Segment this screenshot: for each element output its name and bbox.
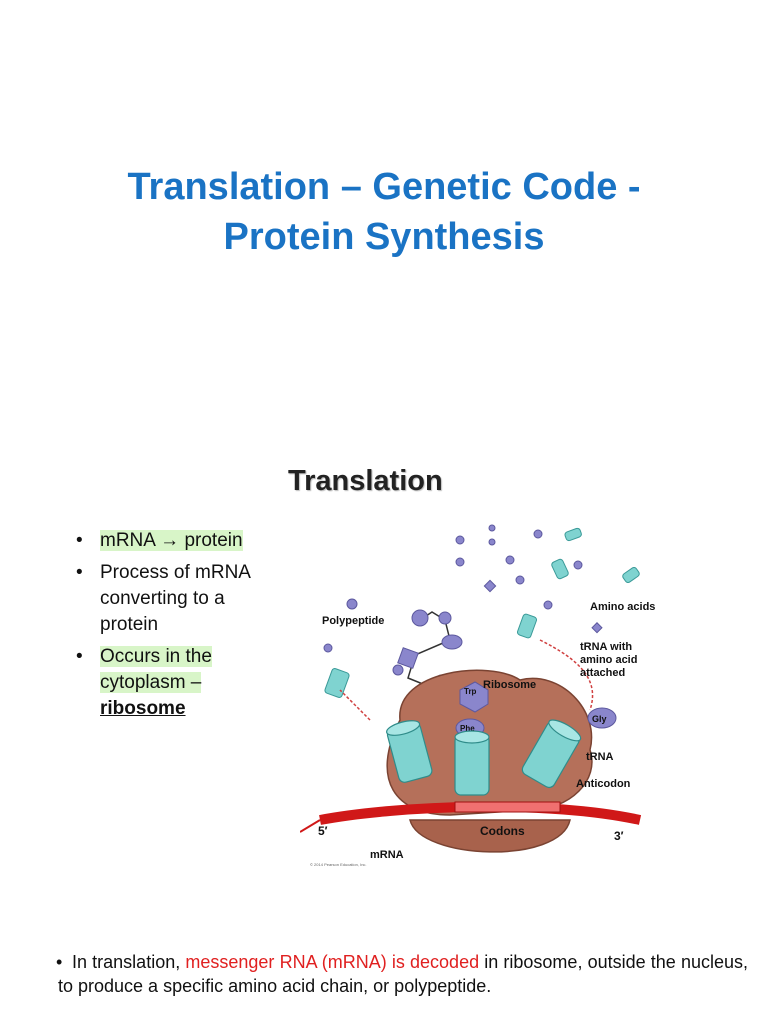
bullet-item: • Process of mRNA converting to a protei… xyxy=(72,560,302,638)
trna-attached-label-2: amino acid xyxy=(580,654,637,666)
body-paragraph: • In translation, messenger RNA (mRNA) i… xyxy=(56,950,749,998)
bullet-dot: • xyxy=(76,530,83,551)
bullet-dot: • xyxy=(76,646,83,667)
trna-attached-label-1: tRNA with xyxy=(580,641,632,653)
bullet-text-emphasis: ribosome xyxy=(100,698,186,719)
paragraph-text: in ribosome, outside the nucleus, to pro… xyxy=(58,952,749,996)
bullet-text: Process of mRNA xyxy=(100,562,251,583)
five-prime-label: 5′ xyxy=(318,824,328,838)
codons-label: Codons xyxy=(480,824,525,838)
slide-heading: Translation xyxy=(288,465,443,497)
bullet-text: mRNA → protein xyxy=(100,530,243,551)
page-title-line2: Protein Synthesis xyxy=(223,216,545,258)
free-trna-molecules xyxy=(324,527,640,698)
bullet-item: • Occurs in the cytoplasm – ribosome xyxy=(72,644,302,722)
translation-diagram: Trp Phe Gly Codons Amino acids Polypepti… xyxy=(300,524,655,867)
bullet-dot: • xyxy=(76,562,83,583)
trna-attached-label-3: attached xyxy=(580,667,625,679)
page-title: Translation – Genetic Code - Protein Syn… xyxy=(0,162,768,262)
phe-label: Phe xyxy=(460,724,475,733)
mrna-label: mRNA xyxy=(370,849,404,861)
bound-trna-molecules xyxy=(385,719,582,796)
bullet-text: cytoplasm – xyxy=(100,672,202,693)
trp-label: Trp xyxy=(464,687,477,696)
movement-arrows xyxy=(339,639,594,721)
paragraph-highlight: messenger RNA (mRNA) is decoded xyxy=(185,952,480,972)
trna-label: tRNA xyxy=(586,751,614,763)
mrna-strand xyxy=(300,801,642,833)
paragraph-text: In translation, xyxy=(72,952,186,972)
bullet-dot: • xyxy=(56,952,63,972)
bullet-text: protein xyxy=(100,614,159,635)
bullet-text: converting to a xyxy=(100,588,225,609)
free-amino-acids xyxy=(323,524,603,676)
polypeptide-label: Polypeptide xyxy=(322,615,384,627)
gly-label: Gly xyxy=(592,714,607,724)
ribosome-label: Ribosome xyxy=(483,679,536,691)
amino-acids-label: Amino acids xyxy=(590,601,655,613)
bullet-item: • mRNA → protein xyxy=(72,528,302,554)
copyright-text: © 2014 Pearson Education, Inc. xyxy=(310,862,367,867)
bullet-list: • mRNA → protein • Process of mRNA conve… xyxy=(72,528,302,722)
three-prime-label: 3′ xyxy=(614,829,624,843)
bullet-text: Occurs in the xyxy=(100,646,212,667)
page-title-line1: Translation – Genetic Code - xyxy=(127,166,641,208)
anticodon-label: Anticodon xyxy=(576,778,631,790)
